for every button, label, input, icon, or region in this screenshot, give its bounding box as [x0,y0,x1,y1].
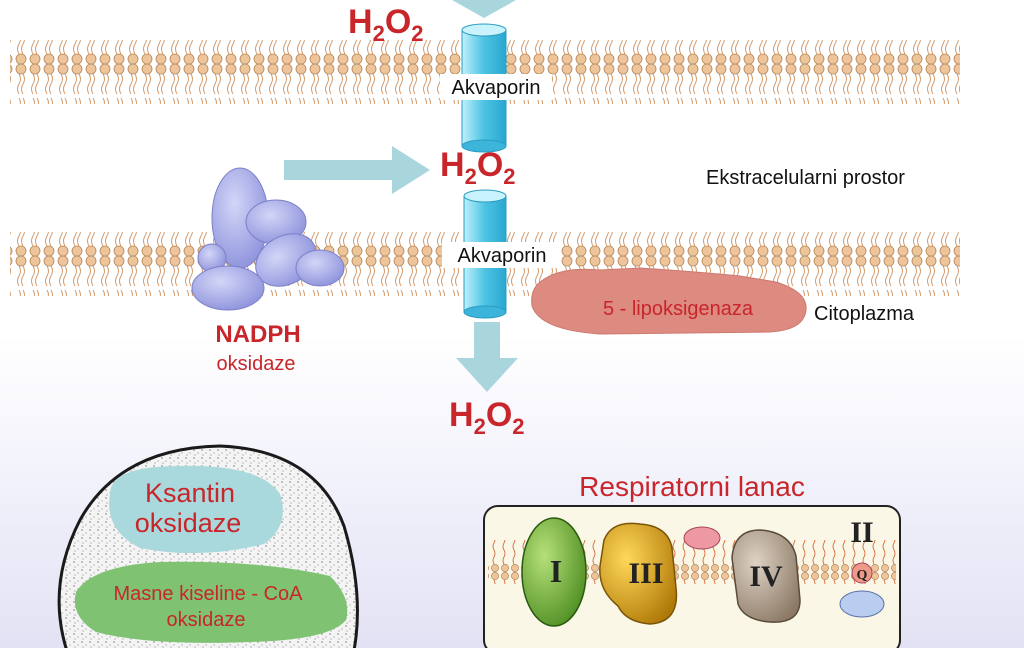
fatty-acid-oxidase-line1: Masne kiseline - CoA [114,583,304,605]
ubiquinone-label: Q [857,568,868,583]
aquaporin-top-label-bg [440,74,552,100]
arrow-bottom-down [456,322,518,392]
h2o-middle: H2O2 [440,146,516,189]
cytoplasm-label: Citoplazma [814,303,915,325]
lipoxygenase-shape [531,267,807,335]
respiratory-chain-title: Respiratorni lanac [579,471,805,502]
h2o-top: H2O2 [348,3,424,46]
complex-I [521,517,587,627]
complex-IV-label: IV [749,560,783,593]
nadph-title: NADPH [215,321,300,348]
complex-III [599,522,678,625]
xanthine-oxidase-line2: oksidaze [135,508,242,538]
complex-IV [731,529,801,623]
nadph-oxidase-complex [191,167,345,311]
aquaporin-bottom-label-bg [442,242,560,268]
xanthine-oxidase-line1: Ksantin [145,478,235,508]
complex-II-body [839,590,885,618]
cytochrome-c-icon [683,526,721,550]
peroxisome [57,444,359,648]
complex-I-label: I [550,553,562,589]
extracellular-label: Ekstracelularni prostor [706,167,905,189]
arrow-top-down [452,0,516,18]
complex-III-label: III [628,557,663,590]
complex-II-label: II [850,516,873,549]
nadph-subtitle: oksidaze [217,353,296,375]
aquaporin-top-label: Akvaporin [452,77,541,99]
arrow-horizontal [284,146,430,194]
xanthine-oxidase-shape [109,465,283,554]
aquaporin-bottom-label: Akvaporin [458,245,547,267]
fatty-acid-oxidase-line2: oksidaze [167,609,246,631]
lipoxygenase-label: 5 - lipoksigenaza [603,298,754,320]
fatty-acid-oxidase-shape [74,561,348,643]
ubiquinone-icon [851,562,873,584]
h2o-bottom: H2O2 [449,396,525,439]
